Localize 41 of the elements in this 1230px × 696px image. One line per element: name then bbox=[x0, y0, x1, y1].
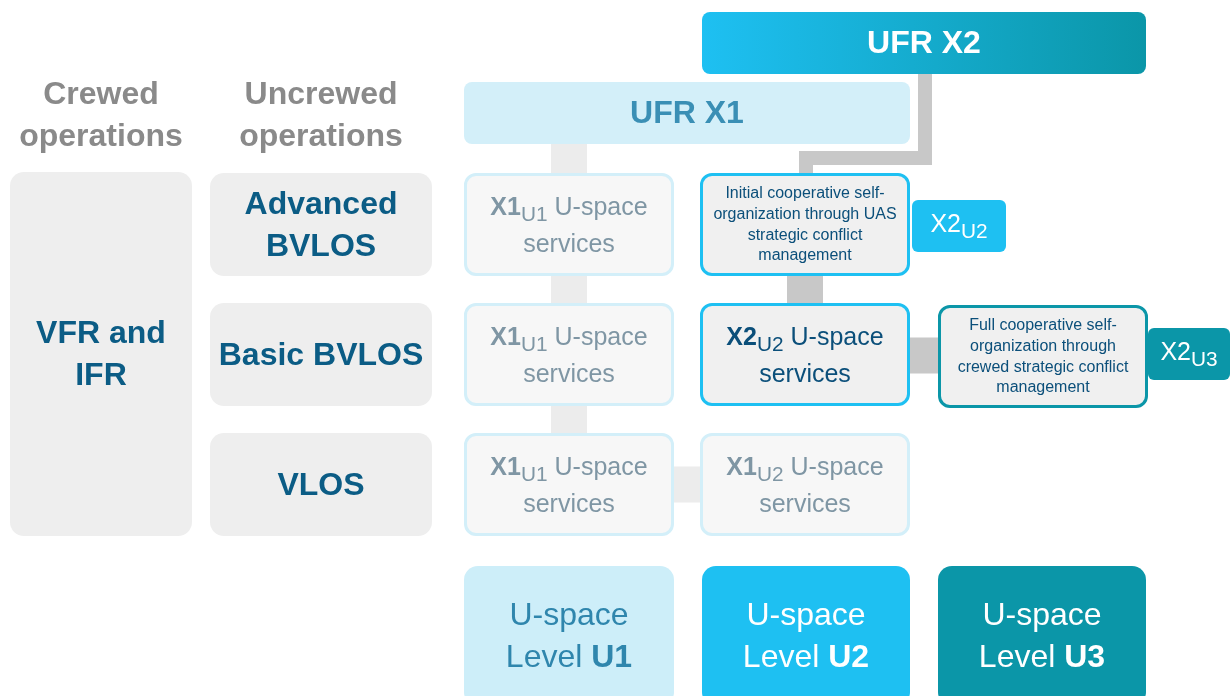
node-text: VFR and IFR bbox=[35, 313, 167, 394]
level-badge bbox=[1148, 328, 1230, 380]
connector-bar bbox=[551, 406, 587, 433]
service-box bbox=[464, 173, 674, 276]
node-text: X2$_{U2}$ U-space services bbox=[725, 320, 885, 389]
node-text: Full cooperative self-organization through crewed strategic conflict management bbox=[956, 314, 1130, 398]
node-text: Advanced BVLOS bbox=[243, 183, 399, 265]
node-text: VLOS bbox=[277, 464, 365, 504]
service-box bbox=[700, 433, 910, 536]
node-text: Basic BVLOS bbox=[218, 334, 424, 374]
connector-bar bbox=[910, 337, 938, 374]
service-box bbox=[700, 173, 910, 276]
node-text: U-space Level U3 bbox=[977, 595, 1107, 676]
node-text: X1$_{U1}$ U-space services bbox=[489, 190, 649, 259]
level-badge bbox=[912, 200, 1006, 252]
connector-bar bbox=[674, 466, 700, 503]
node-text: X2$_{U2}$ bbox=[930, 208, 988, 245]
service-box bbox=[938, 305, 1148, 408]
connector-bar bbox=[787, 276, 823, 303]
node-text: U-space Level U2 bbox=[741, 595, 871, 676]
service-box bbox=[464, 433, 674, 536]
connector-bar bbox=[799, 74, 932, 173]
node-text: X1$_{U2}$ U-space services bbox=[725, 450, 885, 519]
node-text: Initial cooperative self-organization through UAS strategic conflict management bbox=[712, 182, 898, 266]
node-text: X2$_{U3}$ bbox=[1160, 336, 1218, 373]
level-box bbox=[464, 566, 674, 696]
connector-bar bbox=[551, 144, 587, 173]
column-heading: Crewed operations bbox=[18, 74, 184, 155]
connector-bar bbox=[551, 276, 587, 303]
level-bar bbox=[702, 12, 1146, 74]
column-heading: Uncrewed operations bbox=[238, 74, 404, 155]
node-text: X1$_{U1}$ U-space services bbox=[489, 320, 649, 389]
node-text: UFR X1 bbox=[630, 93, 744, 133]
service-box bbox=[700, 303, 910, 406]
node-text: UFR X2 bbox=[867, 23, 981, 63]
level-box bbox=[938, 566, 1146, 696]
node-text: U-space Level U1 bbox=[504, 595, 634, 676]
service-box bbox=[464, 303, 674, 406]
level-bar bbox=[464, 82, 910, 144]
node-text: X1$_{U1}$ U-space services bbox=[489, 450, 649, 519]
level-box bbox=[702, 566, 910, 696]
